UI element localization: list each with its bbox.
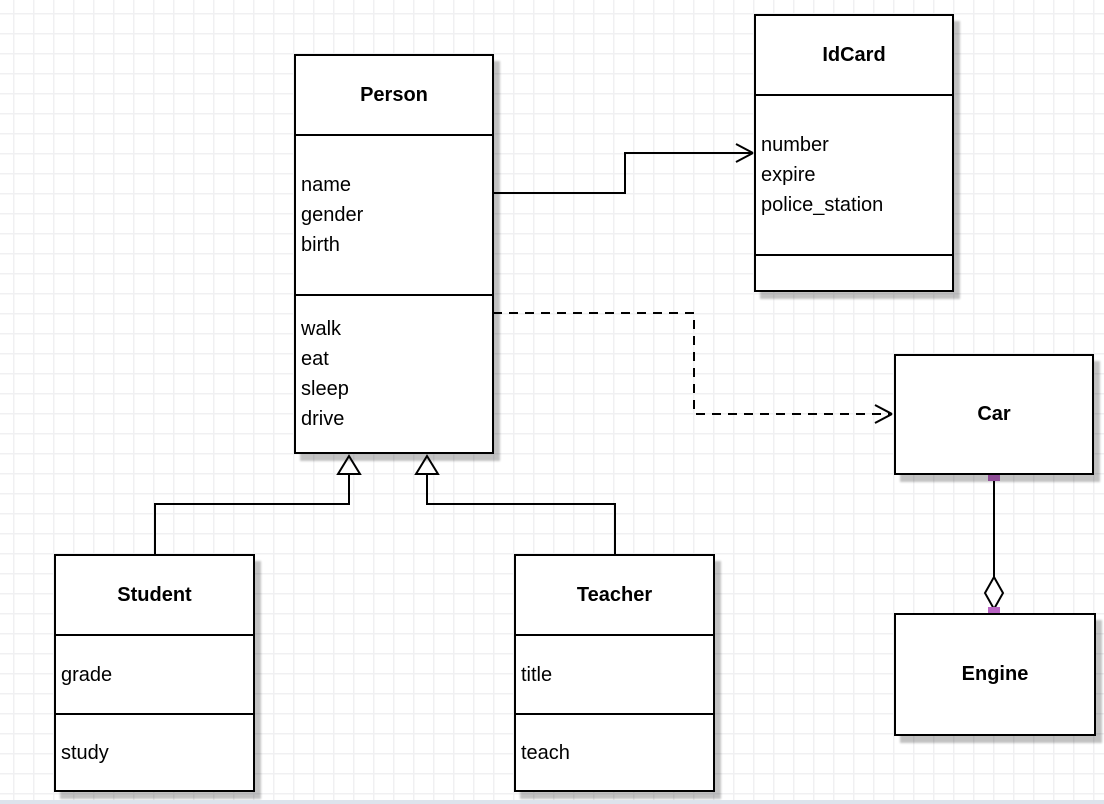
attributes-section: name gender birth	[296, 134, 492, 294]
attributes-section: number expire police_station	[756, 94, 952, 254]
hollow-diamond-arrow	[983, 574, 1005, 612]
hollow-triangle-arrow	[414, 454, 440, 475]
method: walk	[301, 318, 342, 340]
attribute: police_station	[761, 194, 884, 216]
methods-section	[756, 254, 952, 290]
attribute: birth	[301, 234, 340, 256]
class-person[interactable]: Person name gender birth walk eat sleep …	[294, 54, 494, 454]
class-student[interactable]: Student grade study	[54, 554, 255, 792]
association-person-idcard[interactable]	[493, 143, 754, 194]
class-title: Car	[977, 403, 1011, 425]
class-title: IdCard	[822, 43, 886, 66]
generalization-teacher-person[interactable]	[414, 454, 616, 554]
hollow-triangle-arrow	[336, 454, 362, 475]
method: drive	[301, 408, 345, 430]
attribute: title	[521, 663, 553, 686]
methods-section: walk eat sleep drive	[296, 294, 492, 452]
method: sleep	[301, 378, 349, 400]
attribute: expire	[761, 164, 816, 186]
class-title: Person	[360, 83, 428, 106]
class-idcard[interactable]: IdCard number expire police_station	[754, 14, 954, 292]
dependency-person-car[interactable]	[493, 312, 893, 424]
attribute: name	[301, 174, 352, 196]
aggregation-car-engine[interactable]	[983, 469, 1005, 619]
method: eat	[301, 348, 329, 370]
attribute: number	[761, 134, 829, 156]
class-engine[interactable]: Engine	[894, 613, 1096, 736]
generalization-student-person[interactable]	[154, 454, 362, 554]
class-title: Engine	[961, 663, 1029, 685]
class-title: Student	[117, 583, 192, 606]
methods-section: teach	[516, 713, 713, 790]
attributes-section: grade	[56, 634, 253, 713]
class-title: Teacher	[576, 583, 653, 606]
class-car[interactable]: Car	[894, 354, 1094, 475]
method: teach	[521, 741, 570, 764]
methods-section: study	[56, 713, 253, 790]
canvas-bottom-edge	[0, 800, 1104, 804]
attribute: grade	[61, 663, 113, 686]
attribute: gender	[301, 204, 364, 226]
method: study	[61, 741, 109, 764]
class-teacher[interactable]: Teacher title teach	[514, 554, 715, 792]
attributes-section: title	[516, 634, 713, 713]
